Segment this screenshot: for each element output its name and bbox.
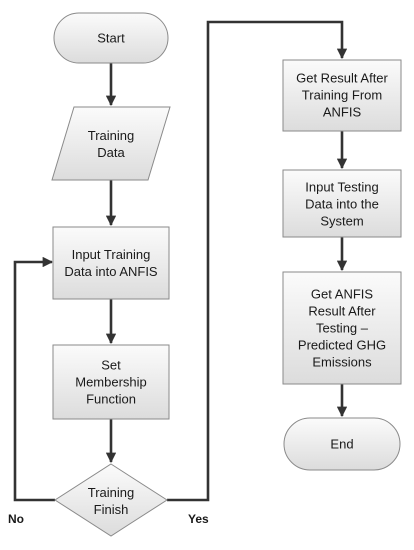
label-line: Training	[88, 128, 134, 143]
label-line: System	[320, 214, 363, 229]
process-shape	[282, 59, 402, 132]
label-line: Emissions	[312, 355, 372, 370]
terminator-shape	[53, 12, 169, 64]
label-line: Data	[97, 145, 125, 160]
data-parallelogram-shape	[51, 106, 171, 181]
label-line: Input Training	[72, 247, 151, 262]
edges	[13, 20, 348, 502]
node-end-label: End	[330, 437, 353, 452]
decision-diamond-shape	[54, 463, 168, 537]
label-line: Finish	[94, 502, 129, 517]
label-line: Function	[86, 392, 136, 407]
label-line: Get ANFIS	[311, 287, 373, 302]
edge-no-loop	[13, 256, 55, 502]
edge-yes	[167, 20, 348, 502]
label-line: Input Testing	[305, 180, 378, 195]
node-start: Start	[53, 12, 169, 64]
label-line: Training From	[302, 88, 382, 103]
label-line: Get Result After	[296, 71, 388, 86]
label-line: Data into the	[305, 197, 379, 212]
label-line: ANFIS	[323, 105, 362, 120]
edge-label-yes: Yes	[188, 512, 209, 526]
node-end: End	[283, 417, 401, 471]
edge-label-no: No	[8, 512, 24, 526]
label-line: Predicted GHG	[298, 338, 386, 353]
process-shape	[282, 169, 402, 238]
terminator-shape	[283, 417, 401, 471]
label-line: Data into ANFIS	[64, 264, 158, 279]
label-line: Training	[88, 485, 134, 500]
label-line: Set	[101, 358, 121, 373]
label-line: Membership	[75, 375, 147, 390]
node-start-label: Start	[97, 31, 125, 46]
process-shape	[52, 226, 170, 300]
label-line: Testing –	[316, 321, 369, 336]
process-shape	[282, 271, 402, 385]
label-line: Result After	[308, 304, 376, 319]
label-line: Start	[97, 31, 125, 46]
process-shape	[52, 344, 170, 420]
label-line: End	[330, 437, 353, 452]
